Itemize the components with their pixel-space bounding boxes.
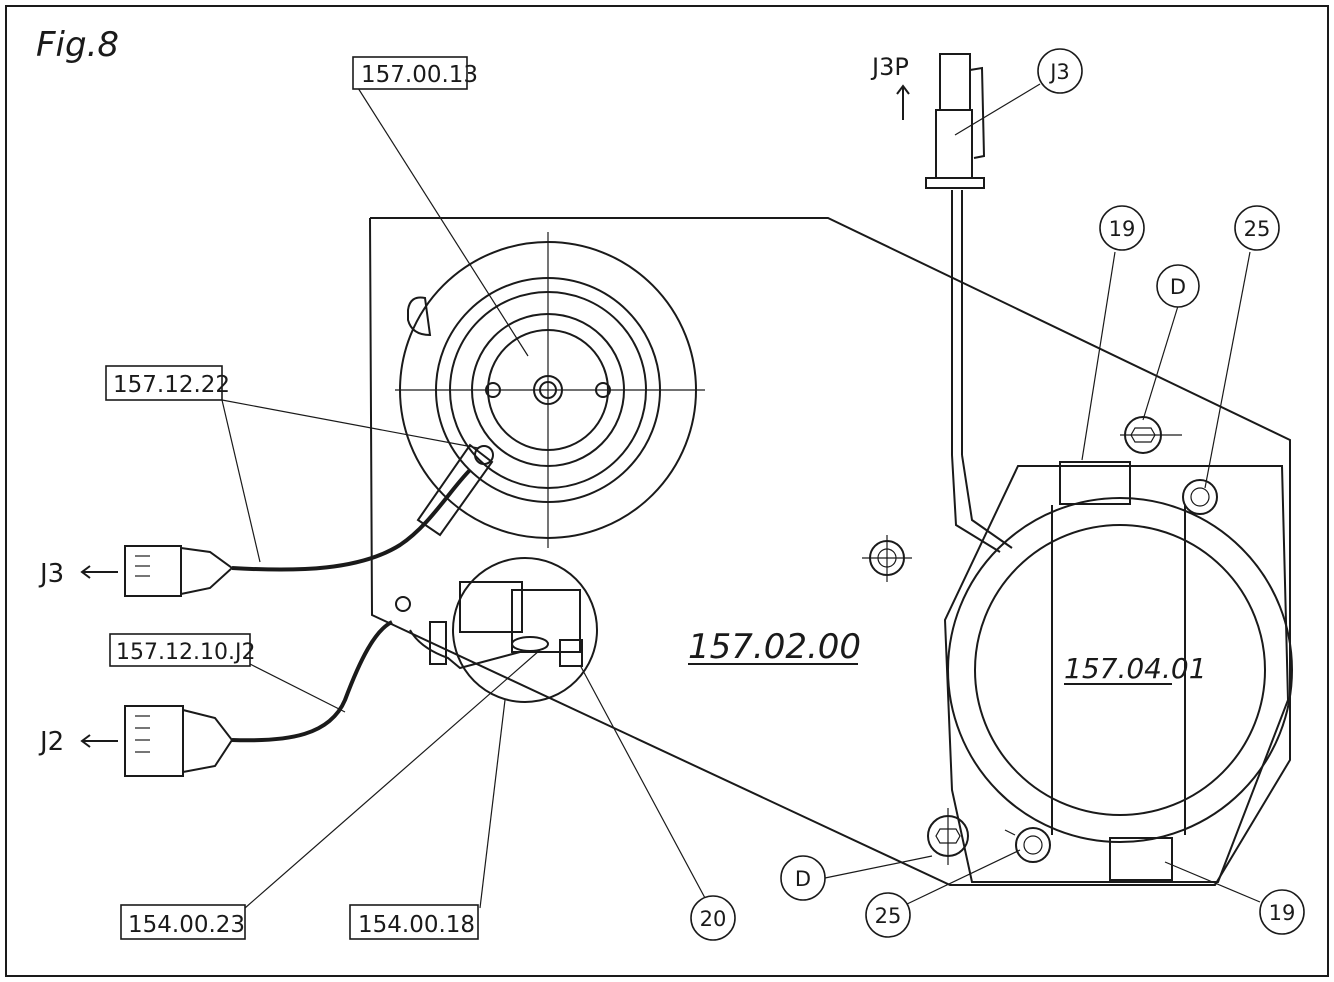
callout-19-top: 19: [1099, 205, 1145, 251]
svg-text:154.00.18: 154.00.18: [358, 912, 475, 938]
callout-25-bottom: 25: [865, 892, 911, 938]
j3-arrow-label: J3: [38, 559, 64, 589]
callout-20: 20: [690, 895, 736, 941]
connector-j3p: [925, 53, 1013, 553]
main-plate-outline: [369, 217, 1291, 886]
svg-text:D: D: [795, 867, 811, 891]
mount-hole: [395, 596, 411, 612]
mount-bracket: [407, 296, 432, 337]
callout-d-bottom: D: [780, 855, 826, 901]
connector-j2: [124, 705, 234, 777]
plate-hole: [862, 535, 912, 582]
figure-frame: [5, 5, 1329, 977]
round-assembly: [943, 461, 1293, 883]
label-154-00-18: 154.00.18: [349, 904, 479, 940]
label-157-12-10-j2: 157.12.10.J2: [109, 633, 255, 667]
connector-j3: [124, 545, 234, 597]
screw-25-top: [1182, 479, 1218, 515]
sensor-assembly: [409, 557, 598, 703]
svg-text:157.12.10.J2: 157.12.10.J2: [116, 640, 255, 665]
j3p-label: J3P: [870, 53, 909, 81]
label-154-00-23: 154.00.23: [120, 904, 246, 940]
main-plate-part-number: 157.02.00: [688, 627, 861, 667]
leader-lines: [221, 83, 1261, 909]
callout-19-bottom: 19: [1259, 889, 1305, 935]
svg-text:D: D: [1170, 275, 1186, 299]
svg-text:19: 19: [1109, 217, 1136, 241]
callout-j3: J3: [1037, 48, 1083, 94]
round-assembly-part-number: 157.04.01: [1064, 652, 1207, 685]
svg-text:157.00.13: 157.00.13: [361, 62, 478, 88]
svg-text:J3: J3: [1048, 60, 1070, 84]
callout-d-top: D: [1156, 264, 1200, 308]
screw-d-bottom: [927, 808, 969, 865]
figure-title: Fig.8: [36, 25, 119, 65]
label-157-00-13: 157.00.13: [352, 56, 478, 90]
cable-strap: [416, 443, 494, 537]
screw-25-bottom: [1004, 827, 1051, 863]
screw-d-top: [1120, 416, 1182, 454]
cable-j2: [231, 620, 393, 743]
callout-25-top: 25: [1234, 205, 1280, 251]
svg-text:20: 20: [700, 907, 727, 931]
svg-text:25: 25: [875, 904, 902, 928]
j2-arrow-label: J2: [38, 727, 64, 757]
label-157-12-22: 157.12.22: [105, 365, 230, 401]
svg-text:157.12.22: 157.12.22: [113, 372, 230, 398]
svg-text:25: 25: [1244, 217, 1271, 241]
motor-disc: [399, 241, 697, 539]
svg-text:154.00.23: 154.00.23: [128, 912, 245, 938]
cable-j3: [231, 468, 472, 572]
svg-text:19: 19: [1269, 901, 1296, 925]
